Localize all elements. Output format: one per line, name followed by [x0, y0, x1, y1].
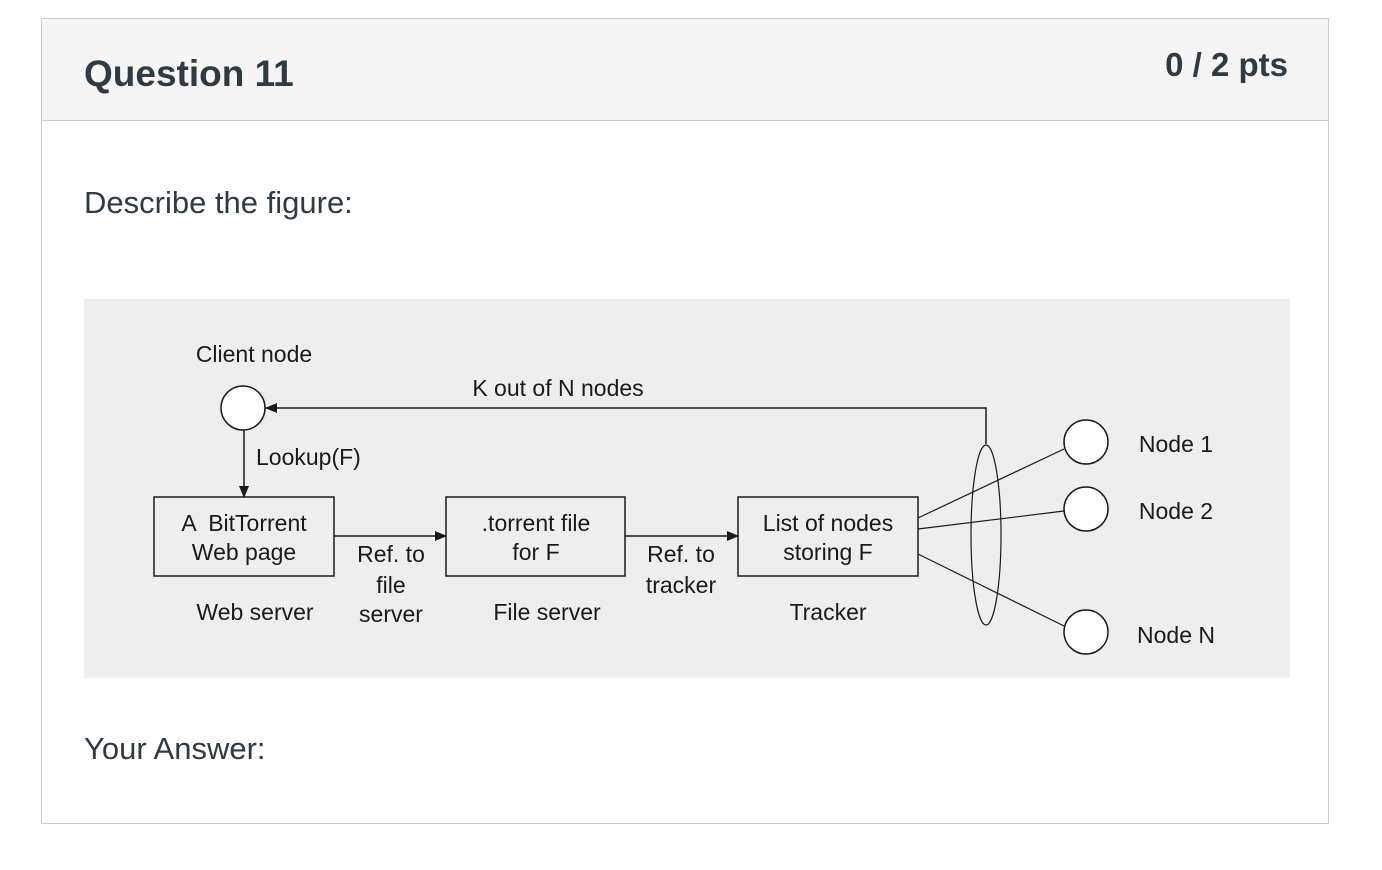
return-arrow	[265, 403, 987, 444]
question-title: Question 11	[84, 53, 294, 94]
tracker-list-box-line2: storing F	[783, 539, 872, 565]
question-points: 0 / 2 pts	[1165, 46, 1288, 83]
question-prompt: Describe the figure:	[84, 185, 353, 220]
bittorrent-figure: Client node K out of N nodes Lookup(F) A…	[84, 299, 1290, 678]
ref-file-server-line1: Ref. to	[357, 541, 425, 567]
tracker-to-node-n-line	[917, 553, 1065, 627]
torrent-file-box-line1: .torrent file	[482, 510, 591, 536]
lookup-label: Lookup(F)	[256, 444, 361, 470]
return-arrow-label: K out of N nodes	[472, 375, 643, 401]
question-card: Question 11 0 / 2 pts Describe the figur…	[41, 18, 1329, 824]
node-2-label: Node 2	[1139, 498, 1213, 524]
node-n-circle	[1063, 609, 1109, 655]
ref-tracker-line2: tracker	[646, 572, 717, 598]
file-server-caption: File server	[493, 599, 601, 625]
tracker-caption: Tracker	[789, 599, 866, 625]
tracker-list-box-line1: List of nodes	[763, 510, 893, 536]
node-n-label: Node N	[1137, 622, 1215, 648]
ref-tracker-line1: Ref. to	[647, 541, 715, 567]
ref-file-server-line3: server	[359, 601, 423, 627]
tracker-to-node-2-line	[917, 510, 1065, 530]
question-header: Question 11 0 / 2 pts	[42, 19, 1328, 121]
node-1-label: Node 1	[1139, 431, 1213, 457]
tracker-list-box	[737, 496, 919, 577]
ref-file-server-line2: file	[376, 572, 405, 598]
torrent-file-box-line2: for F	[512, 539, 559, 565]
node-1-circle	[1063, 419, 1109, 465]
bittorrent-diagram: Client node K out of N nodes Lookup(F) A…	[153, 341, 1215, 655]
k-nodes-selection-ellipse	[970, 444, 1002, 626]
web-page-box-line2: Web page	[192, 539, 296, 565]
your-answer-label: Your Answer:	[84, 731, 266, 766]
client-node-circle	[220, 385, 266, 431]
tracker-to-node-1-line	[917, 448, 1065, 519]
web-server-caption: Web server	[196, 599, 314, 625]
node-2-circle	[1063, 486, 1109, 532]
web-page-box-line1: A BitTorrent	[181, 510, 307, 536]
client-node-label: Client node	[196, 341, 312, 367]
